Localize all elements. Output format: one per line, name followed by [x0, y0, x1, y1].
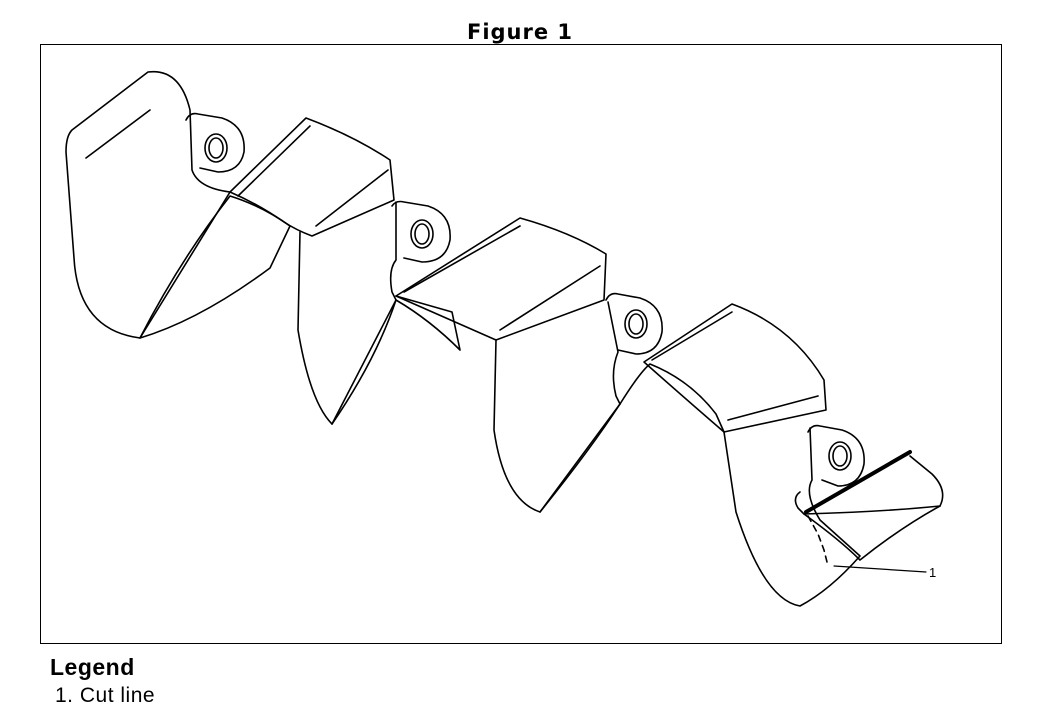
shield-segment-2: [229, 117, 461, 425]
callout-1: 1: [929, 565, 936, 580]
mounting-tab-1: [185, 112, 245, 173]
figure-frame: [40, 44, 1002, 644]
mounting-tab-4: [807, 424, 865, 487]
shield-segment-4: [619, 303, 861, 607]
mounting-tab-2: [391, 200, 451, 263]
cut-line: [807, 515, 829, 567]
legend-item-cut-line: 1. Cut line: [55, 684, 156, 707]
figure-title: Figure 1: [466, 20, 574, 44]
legend-title: Legend: [50, 654, 135, 680]
mounting-tab-3: [605, 292, 663, 355]
shield-segment-3: [395, 217, 621, 513]
callout-leader: [833, 565, 927, 573]
shield-end-segment: [794, 450, 944, 561]
